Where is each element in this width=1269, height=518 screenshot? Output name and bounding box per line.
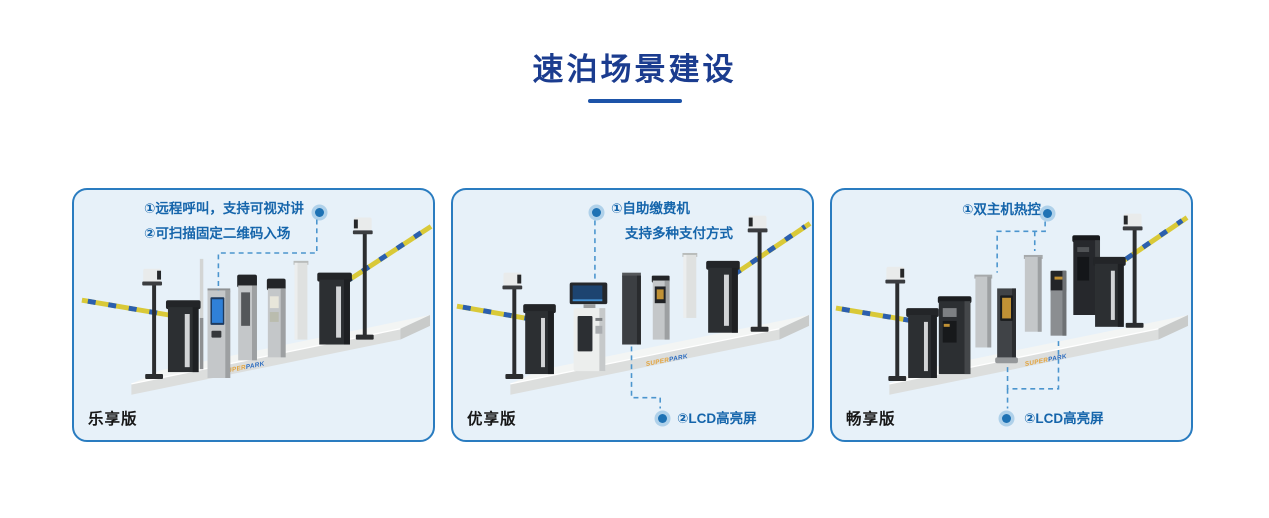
left-barrier-arm — [456, 303, 531, 322]
camera-icon — [747, 215, 768, 233]
callout-dot — [1043, 209, 1052, 218]
right-camera-pole — [352, 217, 374, 340]
card-youxiang: SUPERPARK — [451, 188, 814, 442]
host-machine-1 — [937, 296, 972, 375]
cards-row: SUPERPARK — [72, 188, 1193, 442]
version-label: 畅享版 — [846, 411, 896, 428]
callout-line: 支持多种支付方式 — [625, 226, 733, 241]
lcd-pillar-2 — [1050, 270, 1067, 336]
callout-dot — [315, 208, 324, 217]
camera-icon — [885, 266, 906, 284]
left-barrier-arm — [835, 305, 914, 324]
scene-illustration-lexiang: SUPERPARK — [81, 217, 433, 395]
white-pillar — [293, 260, 309, 340]
self-payment-machine — [569, 282, 608, 372]
right-camera-pole — [1122, 213, 1144, 328]
title-underline — [587, 99, 682, 103]
barrier-gate-right — [706, 260, 740, 333]
callout-dot — [658, 414, 667, 423]
card-changxiang: SUPERPARK — [830, 188, 1193, 442]
kiosk-panel — [266, 278, 286, 358]
barrier-gate-left — [906, 308, 939, 378]
right-barrier-arm — [732, 221, 812, 277]
scene-illustration-youxiang: SUPERPARK — [456, 215, 812, 409]
callout-connector — [217, 219, 318, 291]
callout-line: ①双主机热控 — [962, 202, 1041, 217]
callout-feature-top: ①远程呼叫，支持可视对讲 ②可扫描固定二维码入场 — [144, 196, 304, 246]
barrier-gate-right — [1093, 256, 1126, 327]
lcd-pillar — [622, 272, 641, 345]
platform-brand-super: SUPER — [222, 364, 247, 375]
callout-connector — [1006, 339, 1060, 390]
camera-icon — [352, 217, 373, 235]
barrier-gate-left — [165, 300, 201, 373]
kiosk-display — [207, 288, 231, 378]
callout-line: ①自助缴费机 — [611, 201, 690, 216]
camera-icon — [142, 268, 163, 286]
kiosk-display — [651, 275, 670, 340]
callout-feature-top: ①双主机热控 — [962, 197, 1041, 222]
white-pillar — [682, 252, 698, 318]
platform-brand-super: SUPER — [1024, 357, 1049, 368]
version-label: 乐享版 — [88, 411, 138, 428]
right-camera-pole — [747, 215, 769, 332]
callout-dot — [592, 208, 601, 217]
version-label: 优享版 — [467, 411, 517, 428]
barrier-gate-right — [317, 272, 352, 345]
left-camera-pole — [142, 268, 164, 379]
callout-line: ②LCD高亮屏 — [677, 411, 757, 426]
platform-brand-park: PARK — [1048, 353, 1069, 364]
gray-pillar-2 — [1023, 254, 1043, 332]
platform-brand-super: SUPER — [645, 357, 670, 368]
callout-feature-bottom: ②LCD高亮屏 — [1024, 406, 1104, 431]
callout-feature-top: ①自助缴费机 支持多种支付方式 — [611, 196, 733, 246]
callout-dot — [1002, 414, 1011, 423]
platform-brand: SUPERPARK — [645, 353, 689, 368]
right-barrier-arm — [343, 224, 433, 285]
camera-icon — [1122, 213, 1143, 231]
platform-brand-park: PARK — [245, 360, 266, 371]
page-header: 速泊场景建设 — [0, 0, 1269, 103]
callout-line: ②可扫描固定二维码入场 — [144, 226, 291, 241]
callout-line: ①远程呼叫，支持可视对讲 — [144, 201, 304, 216]
platform-brand-park: PARK — [669, 353, 690, 364]
platform-brand: SUPERPARK — [1024, 353, 1068, 368]
barrier-gate-left — [523, 304, 556, 375]
card-lexiang: SUPERPARK — [72, 188, 435, 442]
left-camera-pole — [885, 266, 907, 381]
callout-line: ②LCD高亮屏 — [1024, 411, 1104, 426]
scene-illustration-changxiang: SUPERPARK — [835, 213, 1189, 409]
callout-connector — [630, 346, 661, 409]
callout-feature-bottom: ②LCD高亮屏 — [677, 406, 757, 431]
kiosk-camera — [237, 274, 257, 361]
camera-icon — [502, 272, 523, 290]
gray-pillar-1 — [974, 274, 993, 348]
left-camera-pole — [502, 272, 524, 379]
page-title: 速泊场景建设 — [532, 52, 737, 87]
platform-brand: SUPERPARK — [222, 360, 266, 375]
lcd-pillar-1 — [995, 288, 1018, 364]
